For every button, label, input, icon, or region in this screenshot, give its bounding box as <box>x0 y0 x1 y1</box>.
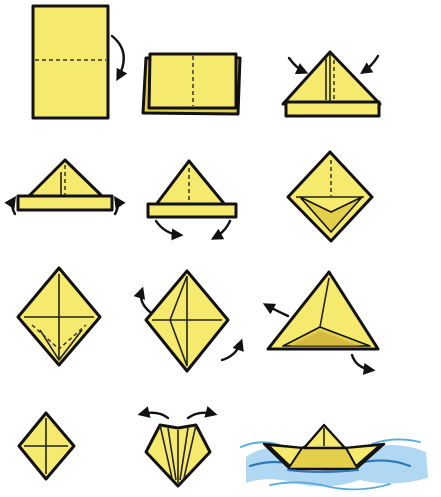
step-6-square-diamond <box>288 152 372 241</box>
step-7-diamond-folded <box>18 268 100 365</box>
curved-arrow-icon <box>188 413 214 418</box>
curved-arrow-icon <box>214 221 230 238</box>
curved-arrow-icon <box>112 36 124 78</box>
curved-arrow-icon <box>156 221 180 235</box>
step-4-hat-brim <box>12 160 118 214</box>
step-1-sheet <box>33 6 124 118</box>
curved-arrow-icon <box>363 56 378 72</box>
step-12-boat-on-water <box>241 425 428 489</box>
step-11-pulled-apart <box>141 413 214 486</box>
step-10-small-diamond <box>19 413 74 479</box>
step-9-triangle <box>266 272 378 370</box>
curved-arrow-icon <box>115 199 118 214</box>
curved-arrow-icon <box>222 342 241 360</box>
curved-arrow-icon <box>352 355 372 370</box>
curved-arrow-icon <box>289 58 305 72</box>
curved-arrow-icon <box>266 305 288 316</box>
curved-arrow-icon <box>141 413 168 418</box>
curved-arrow-icon <box>12 199 15 214</box>
curved-arrow-icon <box>141 290 150 312</box>
step-3-corners-folded <box>283 52 380 116</box>
step-2-folded-rectangle <box>143 54 240 114</box>
step-8-diamond-opened <box>141 271 241 371</box>
step-5-hat-opened <box>148 161 236 238</box>
